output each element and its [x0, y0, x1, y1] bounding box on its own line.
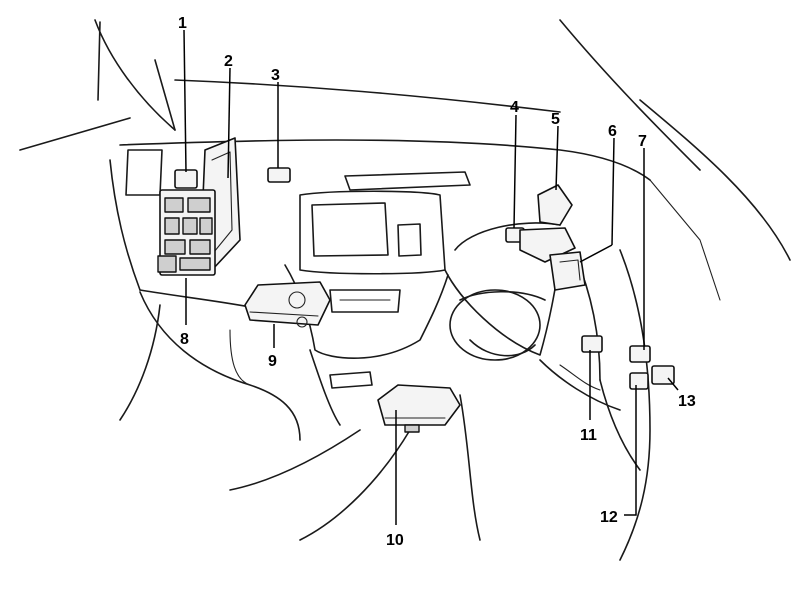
- callout-6: 6: [608, 123, 617, 140]
- callout-5: 5: [551, 111, 560, 128]
- callout-labels: 1 2 3 4 5 6 7 8 9 10 11 12 13: [178, 15, 696, 549]
- callout-7: 7: [638, 133, 647, 150]
- component-12-relay: [629, 372, 649, 390]
- leader-12: [624, 385, 637, 516]
- component-11-relay: [581, 335, 603, 353]
- component-9-control-module: [244, 281, 331, 328]
- leader-lines: [183, 29, 679, 525]
- dashboard-outline: [19, 19, 791, 561]
- leader-6: [611, 137, 615, 246]
- leader-1: [183, 29, 187, 173]
- leader-6-tail: [579, 244, 613, 263]
- component-3-relay: [267, 167, 291, 183]
- callout-2: 2: [224, 53, 233, 70]
- callout-8: 8: [180, 331, 189, 348]
- leader-4: [513, 114, 517, 229]
- component-5-relay: [537, 184, 573, 226]
- callout-10: 10: [386, 532, 404, 549]
- component-10-floor-module: [377, 384, 461, 433]
- callout-1: 1: [178, 15, 187, 32]
- callout-9: 9: [268, 353, 277, 370]
- component-6-module: [549, 251, 586, 291]
- component-8-fuse-relay-block: [157, 189, 216, 276]
- callout-13: 13: [678, 393, 696, 410]
- component-1-relay: [174, 169, 198, 189]
- leader-2: [227, 67, 231, 179]
- callout-11: 11: [580, 427, 597, 444]
- callout-12: 12: [600, 509, 618, 526]
- callout-4: 4: [510, 99, 519, 116]
- leader-13: [667, 377, 679, 391]
- callout-3: 3: [271, 67, 280, 84]
- leader-5: [555, 125, 559, 191]
- component-7-relay: [629, 345, 651, 363]
